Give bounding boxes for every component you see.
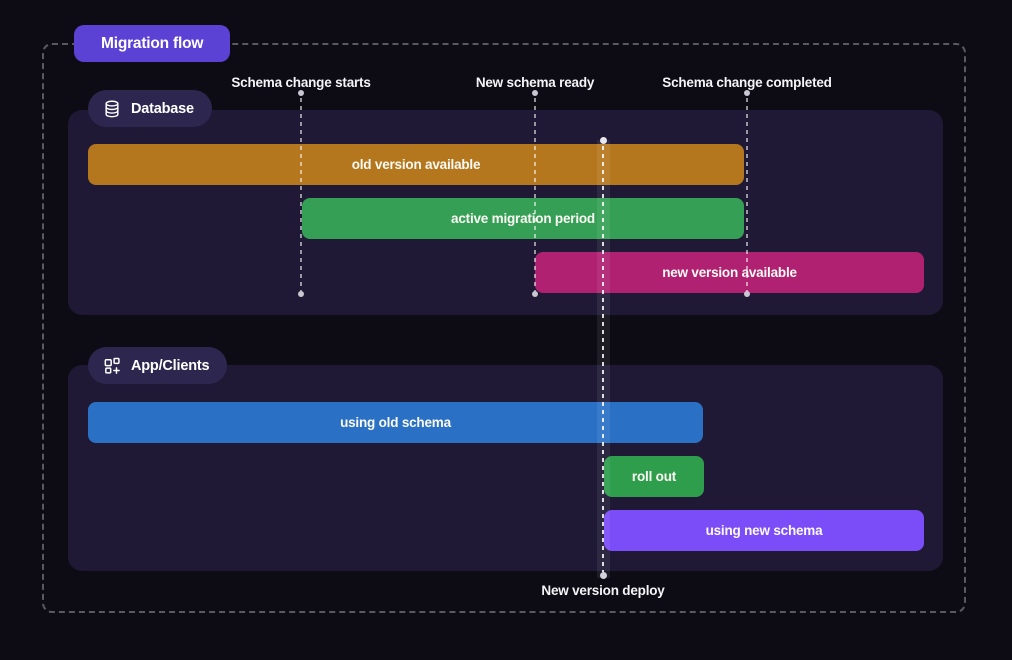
deploy-dot-top [600,137,607,144]
deploy-dot-bottom [600,572,607,579]
diagram-dashed-frame [42,43,966,613]
diagram-title: Migration flow [101,34,204,52]
bar-label: old version available [351,157,481,172]
section-badge-app-clients: App/Clients [88,347,228,384]
bar-label: using old schema [340,415,451,430]
bar-roll-out: roll out [604,456,704,497]
diagram-title-badge: Migration flow [74,25,231,62]
bar-label: roll out [631,469,677,484]
marker-dot-bottom [298,291,304,297]
marker-guide-line-schema-change-completed [746,98,748,294]
marker-label-schema-change-starts: Schema change starts [231,75,371,90]
deploy-guide-line [602,146,604,572]
apps-icon [102,356,122,376]
section-badge-database: Database [88,90,212,127]
section-badge-label: Database [131,100,194,117]
marker-label-schema-change-completed: Schema change completed [662,75,832,90]
marker-dot-top [744,90,750,96]
bar-active-migration-period: active migration period [302,198,744,239]
database-icon [102,99,122,119]
bar-using-old-schema: using old schema [88,402,703,443]
bar-using-new-schema: using new schema [604,510,924,551]
marker-dot-top [298,90,304,96]
bar-label: new version available [662,265,797,280]
marker-dot-top [532,90,538,96]
bar-label: using new schema [705,523,823,538]
bar-label: active migration period [451,211,595,226]
marker-dot-bottom [532,291,538,297]
marker-label-new-schema-ready: New schema ready [475,75,595,90]
marker-guide-line-new-schema-ready [534,98,536,294]
marker-dot-bottom [744,291,750,297]
bar-old-version-available: old version available [88,144,744,185]
section-badge-label: App/Clients [131,357,210,374]
marker-label-new-version-deploy: New version deploy [541,583,665,598]
marker-guide-line-schema-change-starts [300,98,302,294]
bar-new-version-available: new version available [535,252,924,293]
